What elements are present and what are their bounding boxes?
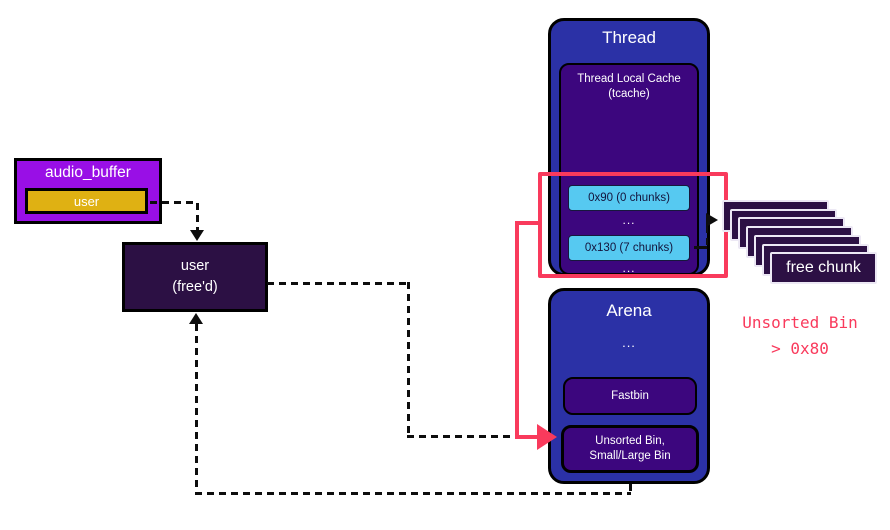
fastbin-box: Fastbin <box>563 377 697 415</box>
tcache-ellipsis-2: ... <box>622 261 636 275</box>
arena-box: Arena ... Fastbin Unsorted Bin, Small/La… <box>548 288 710 484</box>
unsorted-bin-label-line2: Small/Large Bin <box>589 450 671 462</box>
connector-bin-to-chunks-h <box>694 246 707 249</box>
tcache-bin-0x90: 0x90 (0 chunks) <box>568 185 690 211</box>
unsorted-bin-box: Unsorted Bin, Small/Large Bin <box>561 425 699 473</box>
free-chunk-label: free chunk <box>786 259 861 277</box>
unsorted-bin-label-line1: Unsorted Bin, <box>595 435 665 447</box>
connector-audio-to-freed-h <box>150 201 197 204</box>
red-arrow-vertical <box>515 221 519 439</box>
red-arrow-horizontal <box>515 435 539 439</box>
tcache-subtitle: (tcache) <box>608 88 650 100</box>
tcache-ellipsis-1: ... <box>622 213 636 227</box>
fastbin-label: Fastbin <box>611 390 649 402</box>
tcache-title: Thread Local Cache <box>577 73 681 85</box>
unsorted-bin-note-line1: Unsorted Bin <box>742 313 858 332</box>
tcache-bin-0x130: 0x130 (7 chunks) <box>568 235 690 261</box>
thread-title: Thread <box>602 28 656 47</box>
connector-arena-loop-v2 <box>195 324 198 493</box>
arena-ellipsis: ... <box>622 335 636 350</box>
connector-freed-to-bin-v <box>407 282 410 437</box>
connector-bin-to-chunks-v <box>705 226 708 247</box>
user-freed-line1: user <box>180 258 210 274</box>
connector-freed-to-bin-h2 <box>407 435 514 438</box>
red-arrowhead-icon <box>537 424 557 450</box>
red-arrow-branch <box>515 221 540 225</box>
connector-arena-loop-h <box>195 492 631 495</box>
right-arrowhead-icon <box>706 213 718 227</box>
unsorted-bin-note: Unsorted Bin > 0x80 <box>715 310 885 362</box>
user-freed-box: user (free'd) <box>122 242 268 312</box>
user-field-label: user <box>73 193 100 209</box>
user-field: user <box>25 188 148 214</box>
connector-freed-to-bin-h1 <box>267 282 409 285</box>
audio-buffer-title: audio_buffer <box>45 164 131 181</box>
tcache-box: Thread Local Cache (tcache) 0x90 (0 chun… <box>559 63 699 275</box>
arena-title: Arena <box>606 301 652 320</box>
thread-box: Thread Thread Local Cache (tcache) 0x90 … <box>548 18 710 276</box>
up-arrowhead-icon <box>188 313 203 324</box>
highlight-rect <box>538 172 728 278</box>
free-chunk-stack: free chunk <box>722 200 887 295</box>
user-freed-line2: (free'd) <box>172 279 218 295</box>
free-chunk-card: free chunk <box>770 252 877 285</box>
connector-arena-loop-v1 <box>629 484 632 493</box>
unsorted-bin-note-line2: > 0x80 <box>771 339 829 358</box>
audio-buffer-box: audio_buffer user <box>14 158 162 224</box>
connector-audio-to-freed-v <box>196 203 199 231</box>
down-arrowhead-icon <box>189 230 204 241</box>
